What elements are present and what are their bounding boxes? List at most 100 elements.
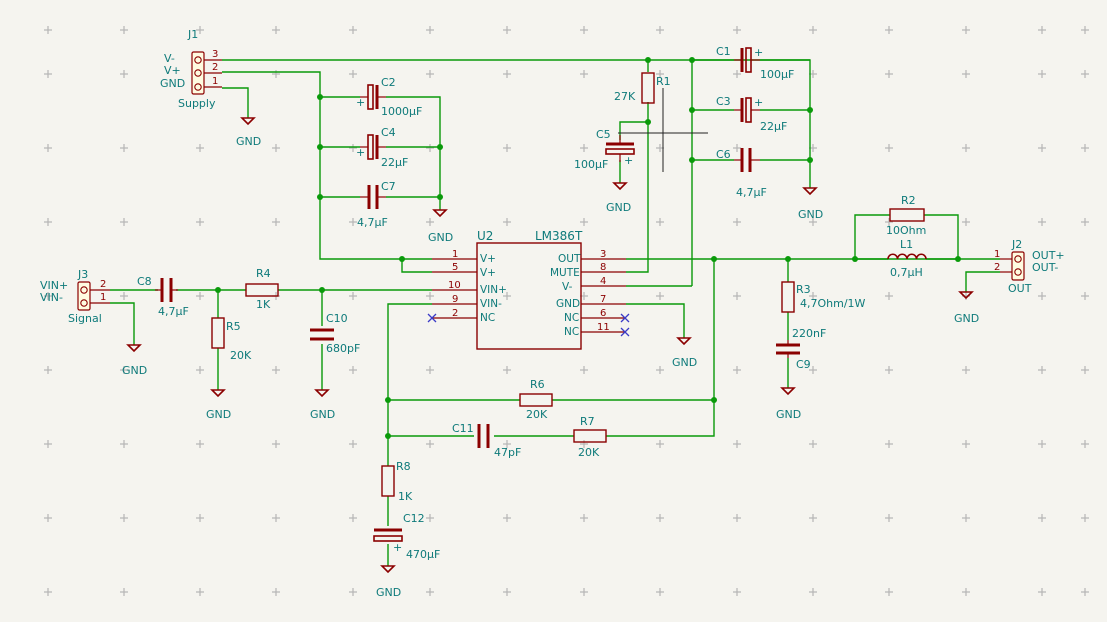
- capacitor-c9[interactable]: 220nF C9: [776, 327, 826, 371]
- pin-number: 4: [600, 276, 606, 287]
- net-label: V-: [164, 52, 175, 65]
- capacitor-c7[interactable]: C7 4,7µF: [357, 180, 396, 229]
- gnd-icon: GND: [310, 389, 335, 421]
- value-r7: 20K: [578, 446, 600, 459]
- ref-c11: C11: [452, 422, 474, 435]
- pin-number: 2: [212, 62, 218, 73]
- value-j1: Supply: [178, 97, 216, 110]
- pin-number: 3: [212, 49, 218, 60]
- connector-j3[interactable]: 2 1 J3 Signal VIN+ VIN-: [40, 268, 110, 325]
- capacitor-c5[interactable]: + C5 100µF: [574, 128, 635, 171]
- gnd-label: GND: [236, 135, 261, 148]
- gnd-label: GND: [954, 312, 979, 325]
- connector-j2[interactable]: 1 2 J2 OUT OUT+ OUT-: [994, 238, 1065, 295]
- pin-name: V-: [562, 281, 573, 293]
- capacitor-c12[interactable]: + C12 470µF: [373, 512, 440, 561]
- resistor-r1[interactable]: R1 27K: [614, 72, 671, 104]
- ref-j2: J2: [1011, 238, 1022, 251]
- gnd-icon: GND: [122, 344, 147, 377]
- svg-text:+: +: [356, 146, 365, 159]
- capacitor-c1[interactable]: + C1 100µF: [716, 45, 794, 81]
- svg-text:+: +: [754, 46, 763, 59]
- gnd-icon: GND: [236, 117, 261, 148]
- gnd-label: GND: [376, 586, 401, 599]
- pin-number: 2: [994, 262, 1000, 273]
- net-label: VIN-: [40, 291, 63, 304]
- connector-j1[interactable]: 3 2 1 J1 Supply V- V+ GND: [160, 28, 222, 110]
- pin-number: 2: [100, 279, 106, 290]
- capacitor-c8[interactable]: C8 4,7µF: [137, 275, 189, 318]
- capacitor-c6[interactable]: C6 4,7µF: [716, 148, 767, 199]
- inductor-l1[interactable]: L1 0,7µH: [887, 238, 927, 279]
- gnd-icon: GND: [798, 187, 823, 221]
- pin-number: 7: [600, 294, 606, 305]
- resistor-r5[interactable]: R5 20K: [211, 317, 252, 362]
- pin-number: 1: [100, 292, 106, 303]
- capacitor-c4[interactable]: + C4 22µF: [356, 126, 408, 169]
- gnd-label: GND: [122, 364, 147, 377]
- ref-c2: C2: [381, 76, 396, 89]
- value-r2: 10Ohm: [886, 224, 926, 237]
- resistor-r6[interactable]: R6 20K: [519, 378, 553, 421]
- gnd-icon: GND: [954, 291, 979, 325]
- gnd-label: GND: [776, 408, 801, 421]
- pin-name: NC: [564, 312, 579, 324]
- ref-c4: C4: [381, 126, 396, 139]
- ref-c5: C5: [596, 128, 611, 141]
- ref-c9: C9: [796, 358, 811, 371]
- svg-text:+: +: [356, 96, 365, 109]
- pin-name: NC: [564, 326, 579, 338]
- capacitor-c3[interactable]: + C3 22µF: [716, 95, 787, 133]
- crosshair-cursor: [618, 88, 708, 172]
- resistor-r4[interactable]: R4 1K: [245, 267, 279, 311]
- value-c11: 47pF: [494, 446, 521, 459]
- net-label: VIN+: [40, 279, 68, 292]
- net-label: V+: [164, 64, 181, 77]
- capacitor-c2[interactable]: + C2 1000µF: [356, 76, 422, 118]
- resistor-r2[interactable]: R2 10Ohm: [886, 194, 926, 237]
- pin-number: 8: [600, 262, 606, 273]
- pin-number: 9: [452, 294, 458, 305]
- wires: [110, 59, 1000, 566]
- pin-number: 5: [452, 262, 458, 273]
- pin-name: MUTE: [550, 267, 580, 279]
- value-c3: 22µF: [760, 120, 787, 133]
- gnd-label: GND: [798, 208, 823, 221]
- pin-name: GND: [556, 298, 580, 310]
- svg-text:+: +: [624, 154, 633, 167]
- ref-c3: C3: [716, 95, 731, 108]
- pin-number: 10: [448, 280, 461, 291]
- pin-number: 6: [600, 308, 606, 319]
- ref-c6: C6: [716, 148, 731, 161]
- pin-name: V+: [480, 253, 496, 265]
- resistor-r8[interactable]: R8 1K: [381, 460, 413, 503]
- pin-number: 2: [452, 308, 458, 319]
- resistor-r3[interactable]: R3 4,7Ohm/1W: [781, 281, 866, 313]
- value-u2: LM386T: [535, 229, 583, 243]
- gnd-icon: GND: [206, 389, 231, 421]
- junctions: [215, 57, 961, 439]
- gnd-icon: GND: [776, 387, 801, 421]
- resistor-r7[interactable]: R7 20K: [573, 415, 607, 459]
- ref-r7: R7: [580, 415, 595, 428]
- gnd-label: GND: [206, 408, 231, 421]
- pin-number: 1: [212, 76, 218, 87]
- value-c6: 4,7µF: [736, 186, 767, 199]
- gnd-icon: GND: [606, 182, 631, 214]
- gnd-label: GND: [310, 408, 335, 421]
- pin-name: OUT: [558, 253, 581, 265]
- ref-c12: C12: [403, 512, 425, 525]
- net-label: GND: [160, 77, 185, 90]
- gnd-icon: GND: [428, 209, 453, 244]
- capacitor-c11[interactable]: C11 47pF: [452, 422, 521, 459]
- gnd-label: GND: [672, 356, 697, 369]
- ic-u2-lm386[interactable]: U2 LM386T 1 5 10 9 2 V+ V+ VIN+ VIN- NC …: [432, 229, 626, 350]
- net-label: OUT-: [1032, 261, 1058, 274]
- value-c12: 470µF: [406, 548, 440, 561]
- ref-r8: R8: [396, 460, 411, 473]
- value-c8: 4,7µF: [158, 305, 189, 318]
- ref-r6: R6: [530, 378, 545, 391]
- ref-c1: C1: [716, 45, 731, 58]
- capacitor-c10[interactable]: C10 680pF: [310, 312, 360, 355]
